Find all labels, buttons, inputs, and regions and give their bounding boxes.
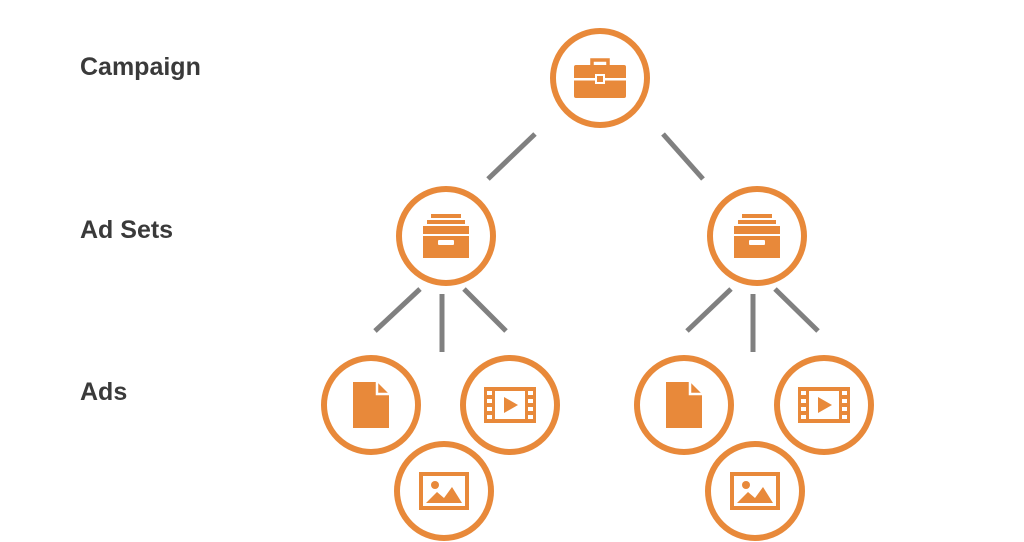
ad-node-video-right <box>774 355 874 455</box>
ad-node-image-right <box>705 441 805 541</box>
ad-set-node-right <box>707 186 807 286</box>
connector-adset-right-document <box>685 287 733 333</box>
image-icon <box>730 472 780 510</box>
document-icon <box>353 382 389 428</box>
level-label-ad-sets: Ad Sets <box>80 216 174 244</box>
connector-adset-right-video <box>773 287 820 333</box>
video-icon <box>484 387 536 423</box>
connector-campaign-adset-right <box>661 132 705 181</box>
ad-node-document-left <box>321 355 421 455</box>
connector-adset-left-video <box>462 287 508 333</box>
briefcase-icon <box>574 58 626 98</box>
ad-node-image-left <box>394 441 494 541</box>
campaign-node <box>550 28 650 128</box>
ad-set-node-left <box>396 186 496 286</box>
file-box-icon <box>734 214 780 258</box>
file-box-icon <box>423 214 469 258</box>
level-label-campaign: Campaign <box>80 53 201 81</box>
connector-adset-left-document <box>373 287 422 333</box>
video-icon <box>798 387 850 423</box>
ad-node-document-right <box>634 355 734 455</box>
level-label-ads: Ads <box>80 378 128 406</box>
image-icon <box>419 472 469 510</box>
connector-campaign-adset-left <box>486 132 537 181</box>
ad-node-video-left <box>460 355 560 455</box>
document-icon <box>666 382 702 428</box>
